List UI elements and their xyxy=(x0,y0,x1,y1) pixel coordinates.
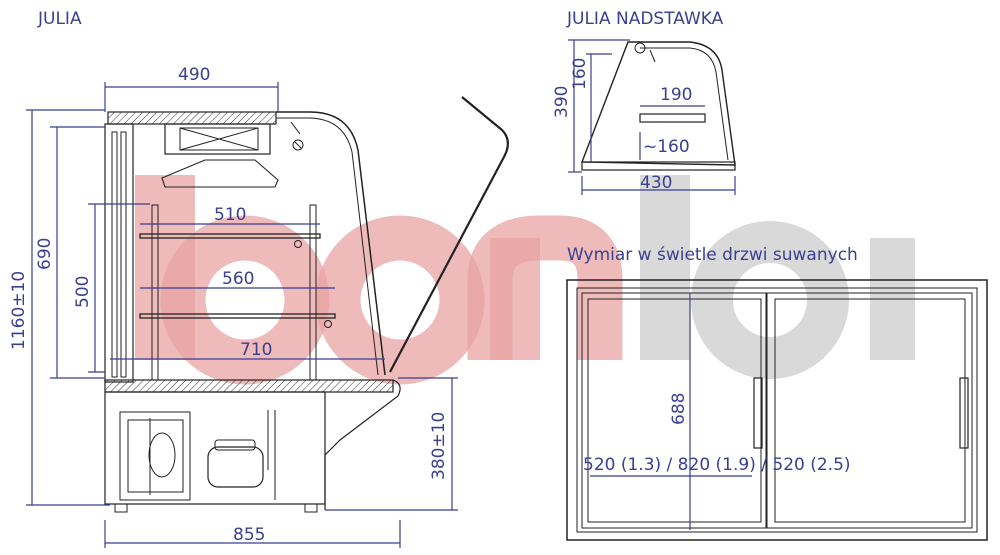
dim-door-widths: 520 (1.3) / 820 (1.9) / 520 (2.5) xyxy=(583,455,851,475)
dim-shelf-1: 510 xyxy=(214,205,246,225)
top-unit-dimensions xyxy=(568,39,736,195)
dim-nad-inner-height: 160 xyxy=(570,58,590,90)
top-unit-drawing xyxy=(580,41,736,171)
title-julia: JULIA xyxy=(37,9,82,29)
door-dimensions xyxy=(590,293,752,530)
dim-nad-shelf-depth: ~160 xyxy=(643,137,690,157)
dim-depth-bottom: 710 xyxy=(240,340,272,360)
dim-shelf-2: 560 xyxy=(222,269,254,289)
dim-door-height: 688 xyxy=(669,393,689,425)
dim-nad-shelf: 190 xyxy=(660,85,692,105)
door-caption: Wymiar w świetle drzwi suwanych xyxy=(567,245,858,265)
dim-height-total: 1160±10 xyxy=(9,271,29,350)
main-cabinet-drawing xyxy=(104,96,509,513)
sliding-door-drawing xyxy=(566,279,988,541)
dim-height-display: 690 xyxy=(35,238,55,270)
dim-height-inner: 500 xyxy=(73,276,93,308)
watermark-logo xyxy=(135,175,915,385)
dim-total-width: 855 xyxy=(233,525,265,545)
title-julia-nadstawka: JULIA NADSTAWKA xyxy=(566,9,724,29)
dim-nad-height: 390 xyxy=(552,86,572,118)
dim-nad-width: 430 xyxy=(640,173,672,193)
dim-width-top: 490 xyxy=(178,65,210,85)
dim-height-base: 380±10 xyxy=(429,412,449,480)
main-dimensions xyxy=(26,82,458,548)
